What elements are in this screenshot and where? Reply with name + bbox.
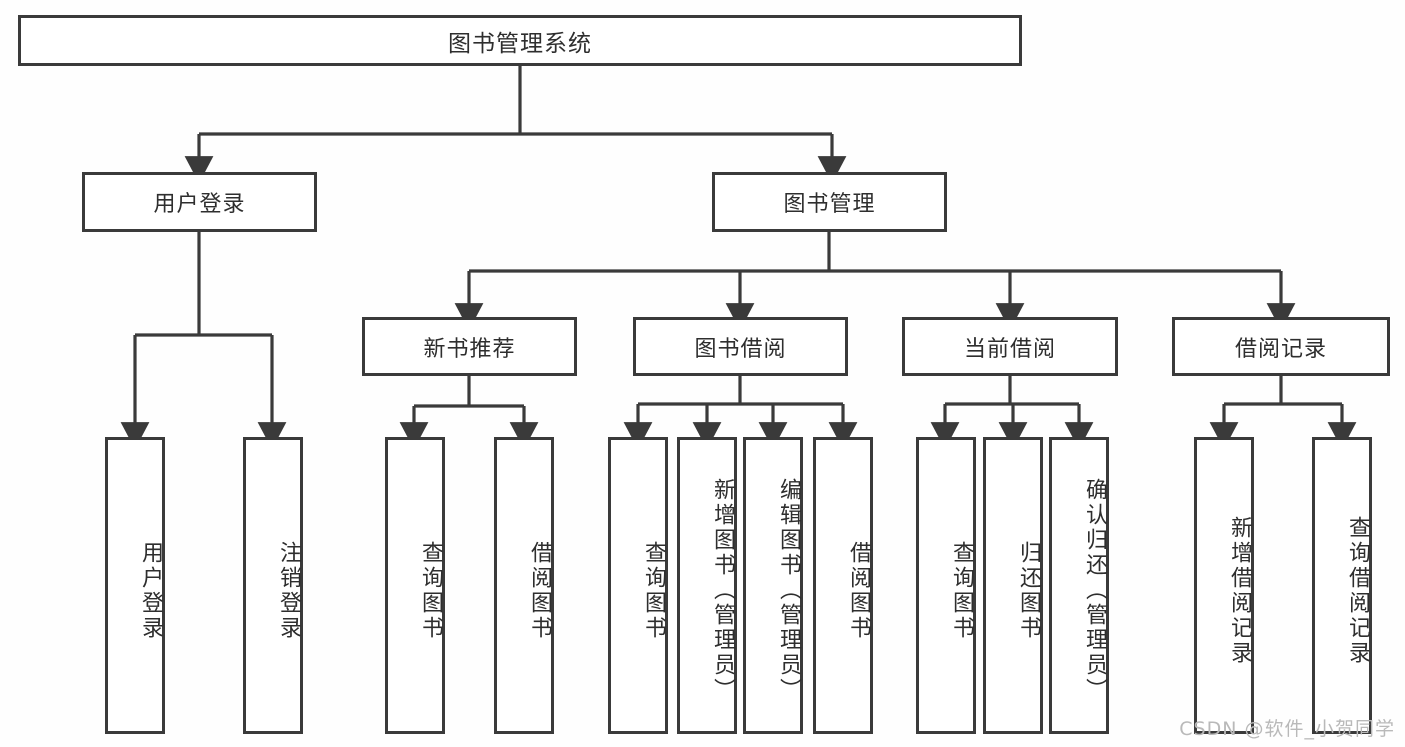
node-label: 查询借阅记录	[1345, 515, 1370, 666]
leaf-return-book[interactable]: 归还图书	[983, 437, 1043, 734]
node-label: 图书借阅	[694, 336, 787, 362]
leaf-confirm-return[interactable]: 确认归还（管理员）	[1049, 437, 1109, 734]
leaf-add-borrow-record[interactable]: 新增借阅记录	[1194, 437, 1254, 734]
node-label: 编辑图书（管理员）	[776, 478, 801, 703]
node-label: 归还图书	[1016, 540, 1041, 641]
node-label: 借阅图书	[527, 540, 552, 641]
node-user-login[interactable]: 用户登录	[82, 172, 317, 232]
node-label: 注销登录	[276, 540, 301, 641]
node-label: 当前借阅	[963, 336, 1056, 362]
leaf-user-login[interactable]: 用户登录	[105, 437, 165, 734]
node-label: 新增借阅记录	[1227, 515, 1252, 666]
node-book-management[interactable]: 图书管理	[712, 172, 947, 232]
node-label: 查询图书	[641, 540, 666, 641]
node-label: 新书推荐	[423, 336, 516, 362]
node-label: 用户登录	[138, 540, 163, 641]
node-borrow-record[interactable]: 借阅记录	[1172, 317, 1390, 376]
node-label: 新增图书（管理员）	[710, 478, 735, 703]
node-root-system[interactable]: 图书管理系统	[18, 15, 1022, 66]
node-label: 借阅记录	[1234, 336, 1327, 362]
node-label: 图书管理系统	[448, 30, 592, 57]
node-book-borrow[interactable]: 图书借阅	[633, 317, 848, 376]
leaf-query-borrow-record[interactable]: 查询借阅记录	[1312, 437, 1372, 734]
leaf-borrow-book[interactable]: 借阅图书	[813, 437, 873, 734]
leaf-query-book-current[interactable]: 查询图书	[916, 437, 976, 734]
node-label: 借阅图书	[846, 540, 871, 641]
node-current-borrow[interactable]: 当前借阅	[902, 317, 1118, 376]
node-new-book-recommend[interactable]: 新书推荐	[362, 317, 577, 376]
leaf-borrow-book-recommend[interactable]: 借阅图书	[494, 437, 554, 734]
node-label: 图书管理	[783, 192, 876, 217]
node-label: 确认归还（管理员）	[1082, 478, 1107, 703]
node-label: 用户登录	[153, 192, 246, 217]
leaf-edit-book[interactable]: 编辑图书（管理员）	[743, 437, 803, 734]
leaf-add-book[interactable]: 新增图书（管理员）	[677, 437, 737, 734]
node-label: 查询图书	[418, 540, 443, 641]
leaf-logout-login[interactable]: 注销登录	[243, 437, 303, 734]
leaf-query-book-borrow[interactable]: 查询图书	[608, 437, 668, 734]
node-label: 查询图书	[949, 540, 974, 641]
leaf-query-book-recommend[interactable]: 查询图书	[385, 437, 445, 734]
